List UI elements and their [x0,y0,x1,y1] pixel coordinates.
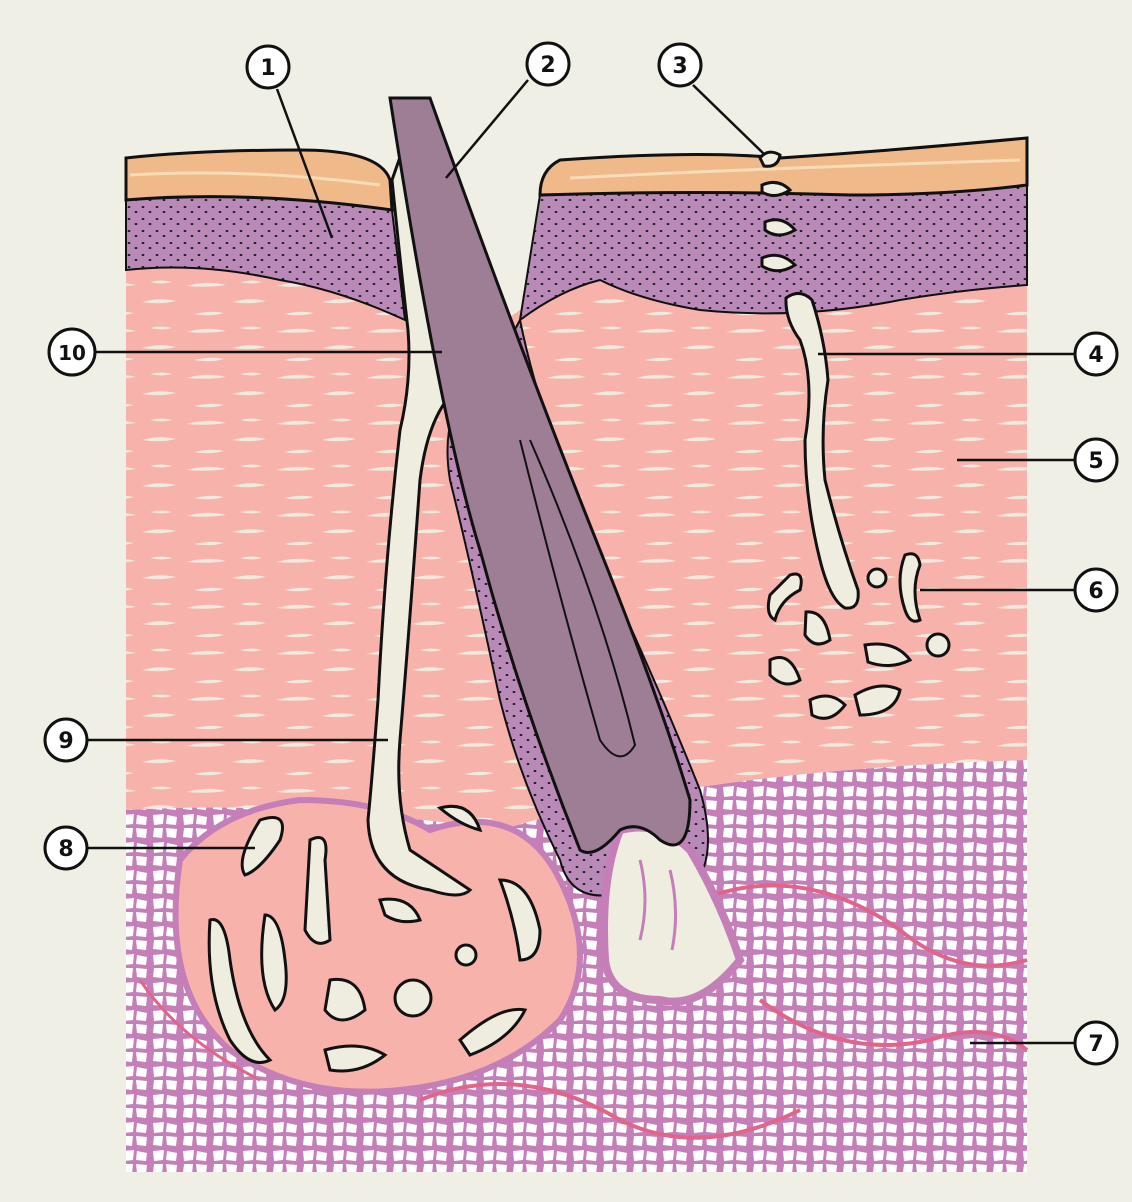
callout-2: 2 [527,43,569,85]
callout-number: 9 [58,729,73,754]
callout-7: 7 [1075,1022,1117,1064]
callout-3: 3 [659,44,701,86]
callout-1: 1 [247,46,289,88]
callout-8: 8 [45,827,87,869]
callout-number: 8 [58,837,73,862]
callout-number: 10 [58,341,86,365]
callout-9: 9 [45,719,87,761]
callout-number: 2 [540,53,555,78]
callout-4: 4 [1075,333,1117,375]
callout-number: 4 [1088,343,1103,368]
callout-10: 10 [49,329,95,375]
callout-5: 5 [1075,439,1117,481]
callout-number: 5 [1088,449,1103,474]
callout-6: 6 [1075,569,1117,611]
callout-number: 1 [260,56,275,81]
callout-number: 7 [1088,1032,1103,1057]
leader-line-2 [446,80,528,178]
leader-line-3 [693,85,765,155]
callout-number: 3 [672,54,687,79]
callout-number: 6 [1088,579,1103,604]
